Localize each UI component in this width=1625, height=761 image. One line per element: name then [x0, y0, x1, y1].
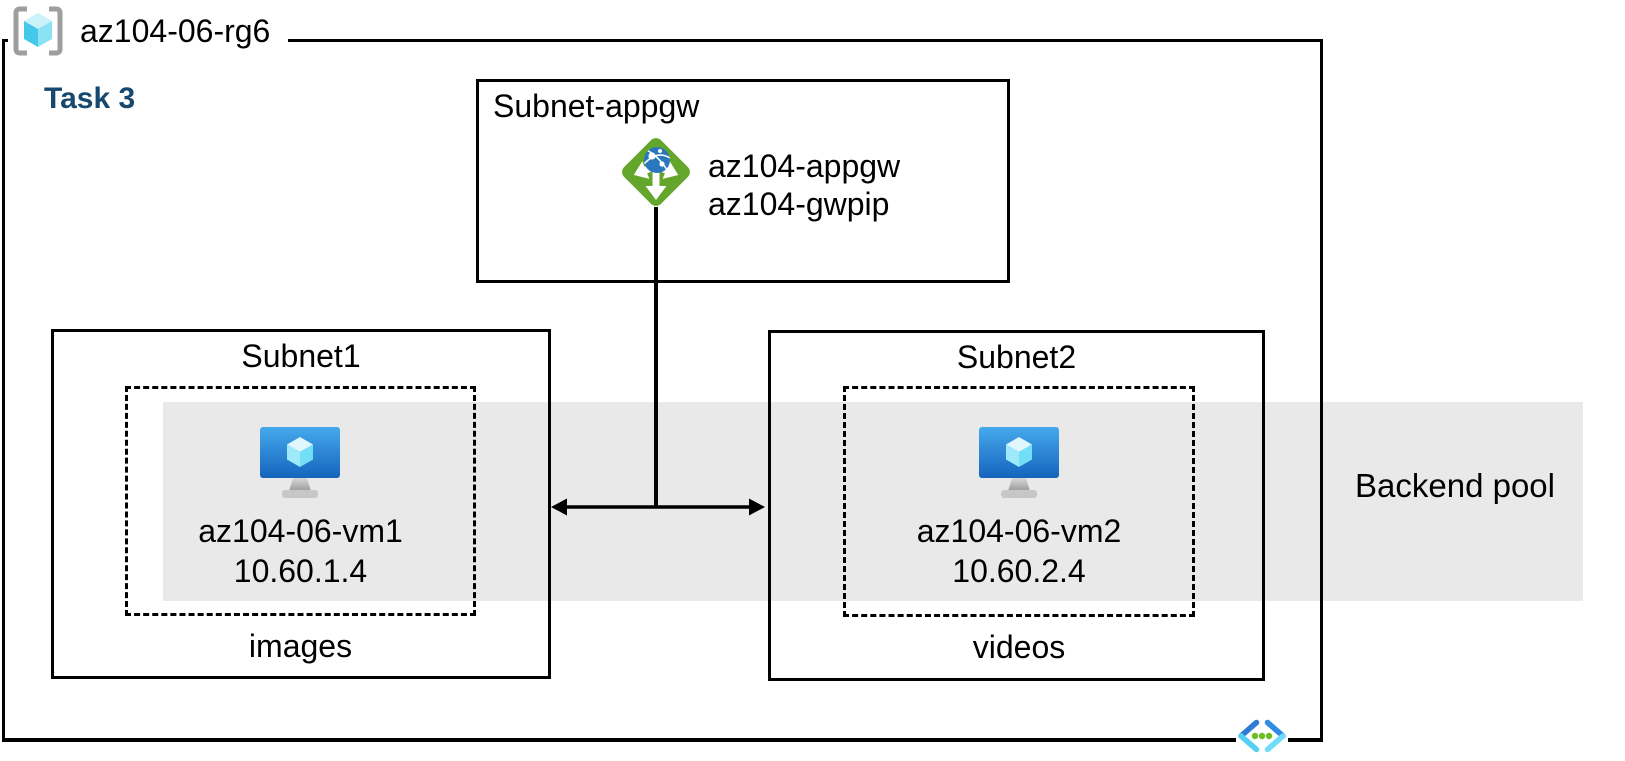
gateway-subnet-box: Subnet-appgw [476, 79, 1010, 283]
resource-group-icon [13, 6, 63, 56]
subnet1-title: Subnet1 [241, 338, 361, 374]
subnet2-caption: videos [972, 629, 1066, 665]
gateway-labels: az104-appgw az104-gwpip [708, 147, 900, 223]
gateway-public-ip: az104-gwpip [708, 186, 890, 222]
gateway-name: az104-appgw [708, 148, 901, 184]
subnet1-box: Subnet1 [51, 329, 551, 679]
application-gateway-icon [622, 138, 690, 206]
subnet2-box: Subnet2 [768, 330, 1265, 681]
subnet2-pool-outline [843, 386, 1195, 617]
virtual-network-icon [1236, 716, 1288, 756]
resource-group-header: az104-06-rg6 [8, 4, 289, 58]
subnet1-caption: images [248, 628, 353, 664]
vm2-ip: 10.60.2.4 [952, 553, 1086, 589]
resource-group-box [2, 39, 1323, 742]
resource-group-name: az104-06-rg6 [80, 12, 271, 49]
vm1-name: az104-06-vm1 [198, 513, 403, 549]
task-label: Task 3 [44, 82, 136, 115]
virtual-machine-icon [979, 427, 1059, 498]
peering-arrow [551, 498, 765, 516]
vm2-name: az104-06-vm2 [916, 513, 1122, 549]
backend-pool-band [163, 402, 1583, 601]
virtual-machine-icon [260, 427, 340, 498]
subnet2-title: Subnet2 [956, 339, 1077, 375]
gateway-subnet-title: Subnet-appgw [493, 88, 700, 124]
gateway-connector-line [654, 207, 658, 507]
subnet1-pool-outline [125, 386, 476, 616]
vm2-labels: az104-06-vm2 10.60.2.4 [843, 511, 1195, 591]
vm1-labels: az104-06-vm1 10.60.1.4 [125, 511, 476, 591]
vm1-ip: 10.60.1.4 [233, 553, 368, 589]
backend-pool-label: Backend pool [1355, 467, 1555, 504]
